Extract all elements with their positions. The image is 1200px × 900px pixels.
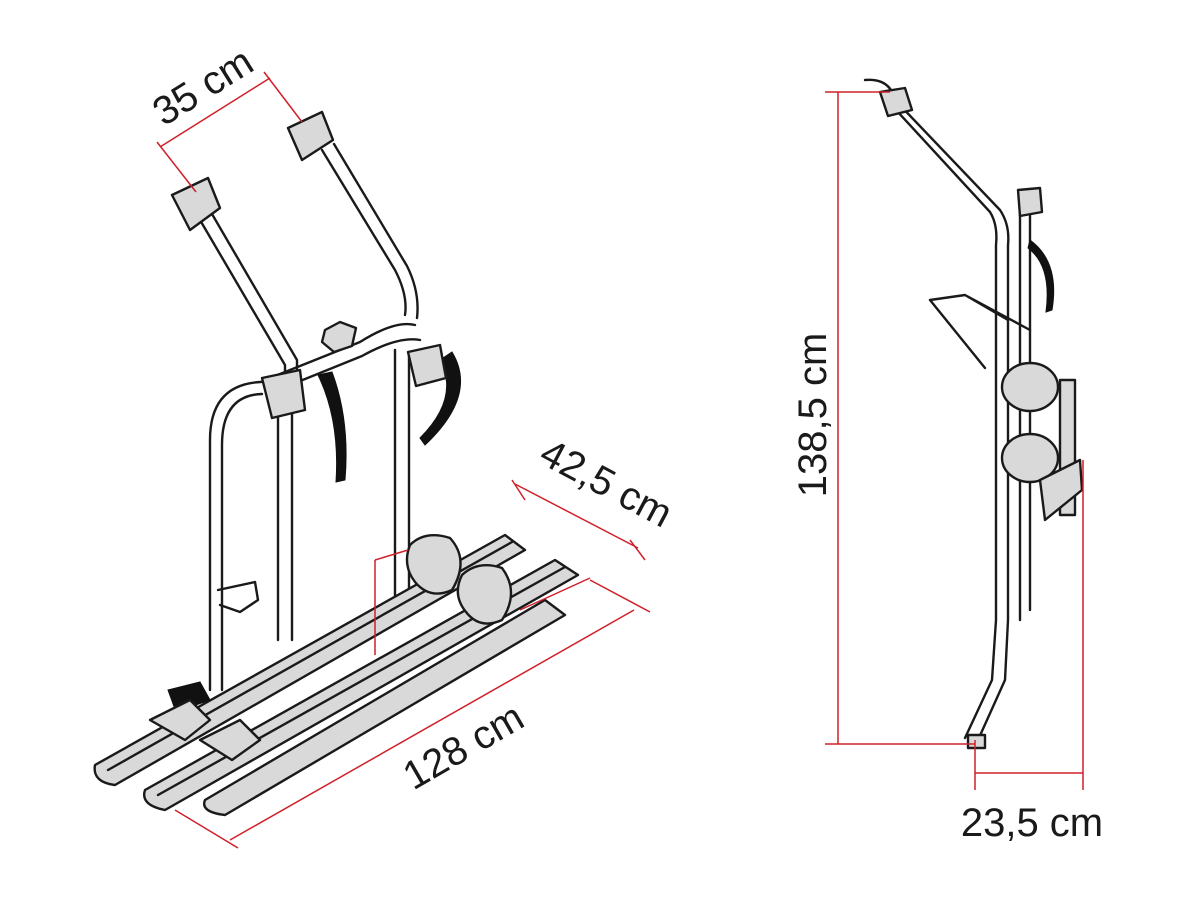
- side-top-bracket: [878, 86, 914, 118]
- side-wheel-holder-1: [1000, 361, 1060, 413]
- wheel-holder-4: [198, 718, 262, 762]
- arm-bracket-right: [286, 110, 335, 162]
- strap-right: [419, 351, 461, 446]
- lower-bracket: [216, 580, 260, 614]
- dim-label-rail-width: 42,5 cm: [533, 431, 679, 537]
- left-dimension-lines: [156, 71, 651, 849]
- frame-clamp: [260, 368, 307, 420]
- wheel-holder-2: [456, 564, 513, 625]
- arm-bracket-left: [170, 176, 222, 232]
- side-wheel-tray: [928, 293, 1032, 370]
- dim-label-rack-length: 128 cm: [396, 695, 532, 799]
- side-foot: [966, 733, 987, 750]
- side-hinge: [1038, 458, 1084, 522]
- rail-outer: [203, 598, 567, 817]
- rack-side-view: [863, 78, 1084, 750]
- crossbar-knob: [320, 320, 358, 354]
- rack-perspective-view: [93, 110, 580, 817]
- rail-back: [143, 558, 580, 812]
- dim-label-depth: 23,5 cm: [961, 801, 1103, 845]
- dim-label-total-height: 138,5 cm: [791, 333, 835, 498]
- right-dimension-lines: [825, 91, 1084, 790]
- clamp-right: [406, 343, 448, 388]
- strap-left: [317, 371, 347, 483]
- wheel-holder-3: [148, 698, 212, 742]
- wheel-holder-1: [405, 534, 462, 595]
- side-wheel-holder-2: [1000, 432, 1060, 484]
- side-top-clamp: [1016, 186, 1044, 218]
